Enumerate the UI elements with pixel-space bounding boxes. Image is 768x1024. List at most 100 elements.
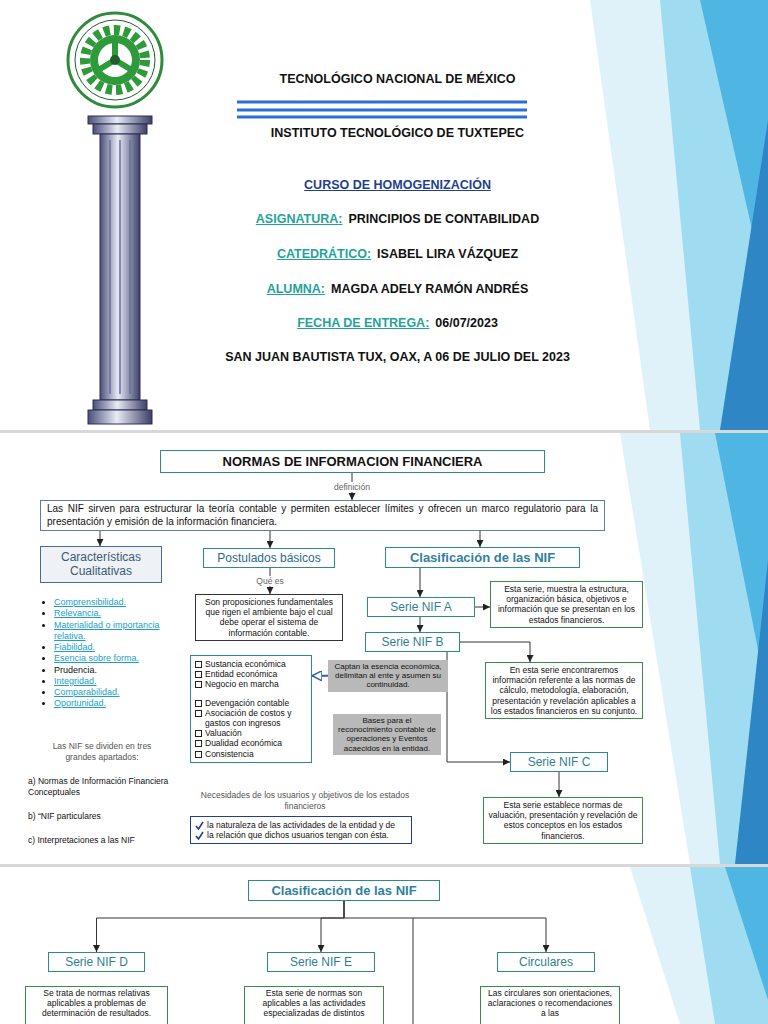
title-row: TECNOLÓGICO NACIONAL DE MÉXICO xyxy=(150,72,645,86)
box-text: Serie NIF B xyxy=(370,635,455,649)
note-text: b) “NIF particulares xyxy=(28,811,193,822)
series-box: Circulares xyxy=(497,952,595,972)
box-text: Captan la esencia económica, delimitan a… xyxy=(331,662,445,690)
heading-box: Clasificación de las NIF xyxy=(385,547,580,568)
list-item: Entidad económica xyxy=(195,669,307,679)
note-text: c) Interpretaciones a las NIF xyxy=(28,835,193,846)
connector-arrow xyxy=(480,531,481,547)
connector-arrow xyxy=(321,901,344,952)
definition-box: Las NIF sirven para estructurar la teorí… xyxy=(40,500,605,531)
series-box: Serie NIF A xyxy=(367,597,475,617)
item-text: Negocio en marcha xyxy=(205,679,279,689)
pillar-base xyxy=(93,400,147,410)
pillar-capital xyxy=(88,116,152,124)
cover-row: FECHA DE ENTREGA:06/07/2023 xyxy=(150,316,645,330)
box-text: NORMAS DE INFORMACION FINANCIERA xyxy=(167,454,538,469)
cover-row: ASIGNATURA: PRINCIPIOS DE CONTABILIDAD xyxy=(150,212,645,226)
institution-title: TECNOLÓGICO NACIONAL DE MÉXICO xyxy=(280,72,516,86)
box-text: Clasificación de las NIF xyxy=(390,550,575,565)
box-text: Serie NIF D xyxy=(53,955,140,969)
list-item: Relevancia. xyxy=(42,608,182,619)
checkbox-bullet xyxy=(195,661,202,668)
cover-text: ISABEL LIRA VÁZQUEZ xyxy=(377,247,518,261)
logo-ring xyxy=(75,20,155,100)
list-box: Sustancia económicaEntidad económicaNego… xyxy=(190,655,312,763)
box-text: Serie NIF A xyxy=(372,600,470,614)
heading-box: Clasificación de las NIF xyxy=(248,880,440,901)
connector-arrow xyxy=(460,642,530,662)
list-box: la naturaleza de las actividades de la e… xyxy=(190,816,412,844)
list-item: la naturaleza de las actividades de la e… xyxy=(195,820,407,830)
cover-text: ASIGNATURA: xyxy=(256,212,343,226)
pillar-shaft xyxy=(100,134,140,400)
heading-box: Postulados básicos xyxy=(203,548,335,568)
note-box: Captan la esencia económica, delimitan a… xyxy=(328,660,448,692)
connector-arrow xyxy=(97,901,345,952)
characteristic: Relevancia. xyxy=(54,608,101,619)
slide-decoration xyxy=(590,0,768,1024)
blue-band xyxy=(590,0,768,430)
item-text: Valuación xyxy=(205,728,242,738)
box-text: Las NIF sirven para estructurar la teorí… xyxy=(47,503,598,528)
connector-arrow xyxy=(475,607,490,608)
box-text: Clasificación de las NIF xyxy=(253,883,435,898)
description-box: Esta serie, muestra la estructura, organ… xyxy=(490,581,643,628)
gear-hole xyxy=(98,43,132,77)
cover-row: CURSO DE HOMOGENIZACIÓN xyxy=(150,178,645,192)
note-text: Necesidades de los usuarios y objetivos … xyxy=(200,790,410,811)
cover-text: 06/07/2023 xyxy=(435,316,498,330)
list-item: Comprensibilidad. xyxy=(42,597,182,608)
cover-text: INSTITUTO TECNOLÓGICO DE TUXTEPEC xyxy=(271,126,524,140)
box-text: Bases para el reconocimiento contable de… xyxy=(336,716,438,753)
blue-rule xyxy=(237,116,527,119)
cover-text: CATEDRÁTICO: xyxy=(277,247,371,261)
characteristic: Esencia sobre forma. xyxy=(54,653,139,664)
box-text: Circulares xyxy=(502,955,590,969)
description-box: Esta serie de normas son aplicables a la… xyxy=(244,986,384,1024)
check-mark xyxy=(195,821,204,830)
gear xyxy=(90,35,140,85)
characteristic: Comprensibilidad. xyxy=(54,597,126,608)
pillar xyxy=(88,116,152,424)
item-text: Devengación contable xyxy=(205,698,289,708)
cover-text: MAGDA ADELY RAMÓN ANDRÉS xyxy=(331,282,528,296)
edge-label: Qué es xyxy=(254,576,285,586)
description-box: En esta serie encontraremos información … xyxy=(485,662,643,719)
bullet xyxy=(42,624,45,627)
characteristic: Fiabilidad. xyxy=(54,642,95,653)
list-item: Devengación contable xyxy=(195,698,307,708)
cover-text: ALUMNA: xyxy=(267,282,325,296)
bullet xyxy=(42,691,45,694)
cover-row: CATEDRÁTICO: ISABEL LIRA VÁZQUEZ xyxy=(150,247,645,261)
checkbox-bullet xyxy=(195,681,202,688)
connector-arrow xyxy=(420,568,421,597)
pillar-flutes xyxy=(110,140,130,394)
series-box: Serie NIF D xyxy=(48,952,145,972)
note-box: Bases para el reconocimiento contable de… xyxy=(333,714,441,755)
list-item: Negocio en marcha xyxy=(195,679,307,689)
description-box: Son proposiciones fundamentales que rige… xyxy=(195,594,343,641)
bullet xyxy=(42,646,45,649)
characteristic: Comparabilidad. xyxy=(54,687,120,698)
checkbox-bullet xyxy=(195,710,202,717)
bullet xyxy=(42,612,45,615)
cover-text: PRINCIPIOS DE CONTABILIDAD xyxy=(348,212,539,226)
list-item: Materialidad o importancia relativa. xyxy=(42,620,182,643)
cover-row: INSTITUTO TECNOLÓGICO DE TUXTEPEC xyxy=(150,126,645,140)
connector-arrow xyxy=(559,772,560,797)
blue-rule xyxy=(237,109,527,112)
gear-spokes xyxy=(100,43,130,69)
blue-band xyxy=(680,433,768,864)
title-box: NORMAS DE INFORMACION FINANCIERA xyxy=(160,450,545,473)
logo-ring xyxy=(68,13,162,107)
bullet xyxy=(42,601,45,604)
item-text: Asociación de costos y gastos con ingres… xyxy=(205,708,307,728)
characteristic: Materialidad o importancia relativa. xyxy=(54,620,182,643)
item-text: Entidad económica xyxy=(205,669,277,679)
slide-gap xyxy=(0,430,768,433)
bullet xyxy=(42,657,45,660)
check-stroke xyxy=(196,832,203,839)
characteristic: Prudencia. xyxy=(54,665,97,676)
blue-band xyxy=(630,867,768,1024)
